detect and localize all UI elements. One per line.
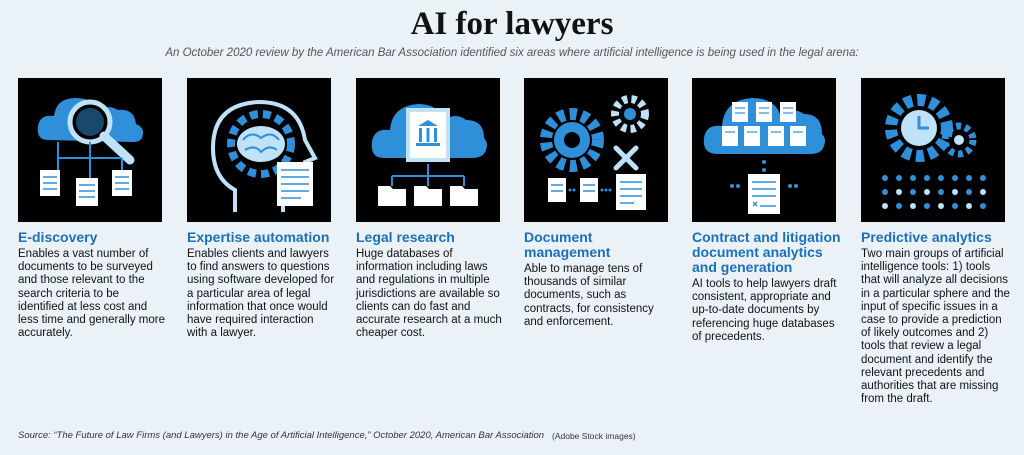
page-subtitle: An October 2020 review by the American B… [165,47,859,59]
cloud-law-book-folders-icon [356,78,500,222]
area-description: AI tools to help lawyers draft consisten… [692,278,837,343]
area-column-expertise-automation: Expertise automation Enables clients and… [187,78,337,340]
area-description: Huge databases of information including … [356,248,502,340]
area-column-document-management: Document management Able to manage tens … [524,78,674,329]
area-description: Enables clients and lawyers to find answ… [187,248,335,340]
area-column-legal-research: Legal research Huge databases of informa… [356,78,506,340]
brain-gear-head-icon [187,78,331,222]
area-description: Enables a vast number of documents to be… [18,248,166,340]
area-heading: Legal research [356,229,455,245]
area-heading: Predictive analytics [861,229,992,245]
area-heading: E-discovery [18,229,98,245]
area-description: Two main groups of artificial intelligen… [861,248,1010,406]
image-credit: (Adobe Stock images) [552,431,636,441]
area-heading: Contract and litigation document analyti… [692,229,841,275]
area-heading: Expertise automation [187,229,330,245]
page-title: AI for lawyers [410,6,614,42]
cloud-contract-stacks-icon [692,78,836,222]
area-column-predictive-analytics: Predictive analytics Two main groups of … [861,78,1011,406]
area-description: Able to manage tens of thousands of simi… [524,263,654,328]
clock-gear-dots-icon [861,78,1005,222]
cloud-magnifier-documents-icon [18,78,162,222]
area-heading: Document management [524,229,611,260]
gears-documents-icon [524,78,668,222]
source-note: Source: “The Future of Law Firms (and La… [18,430,545,441]
area-column-e-discovery: E-discovery Enables a vast number of doc… [18,78,168,340]
area-column-contract-litigation: Contract and litigation document analyti… [692,78,842,344]
